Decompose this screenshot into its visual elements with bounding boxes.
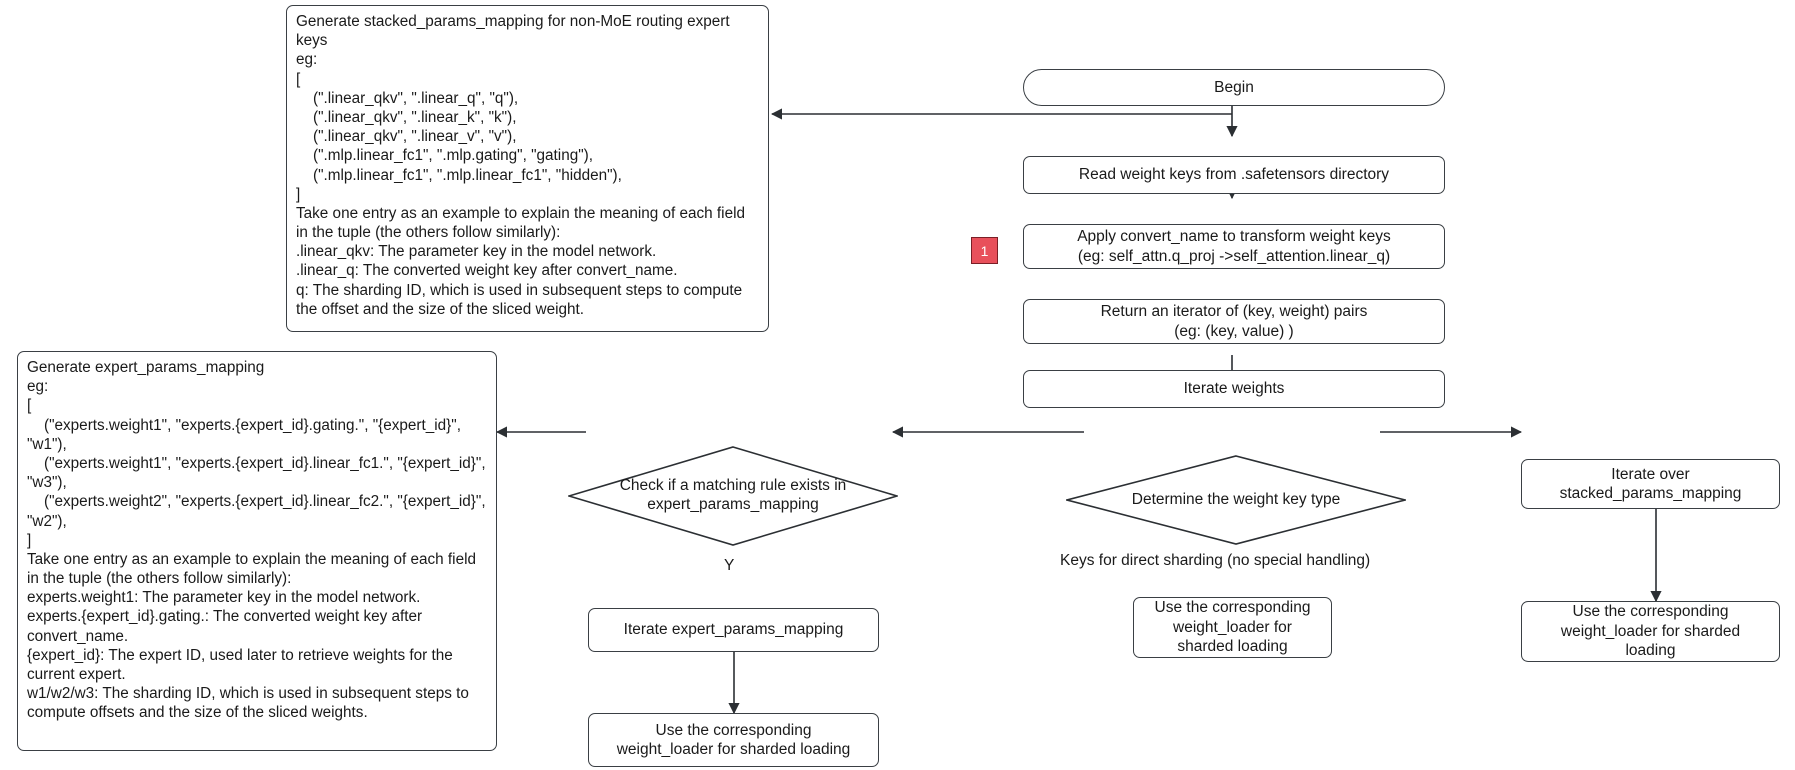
decision-check-matching-label: Check if a matching rule exists in exper…	[619, 477, 847, 513]
decision-determine-weight-key-type[interactable]: Determine the weight key type	[1066, 455, 1406, 545]
decision-check-matching-rule[interactable]: Check if a matching rule exists in exper…	[568, 446, 898, 546]
node-read-weight-keys[interactable]: Read weight keys from .safetensors direc…	[1023, 156, 1445, 194]
note-expert-params-mapping: Generate expert_params_mapping eg: [ ("e…	[17, 351, 497, 751]
decision-determine-label: Determine the weight key type	[1131, 490, 1341, 508]
node-weight-loader-stacked-sharding[interactable]: Use the corresponding weight_loader for …	[1521, 601, 1780, 662]
node-weight-loader-expert-sharding[interactable]: Use the corresponding weight_loader for …	[588, 713, 879, 767]
note-stacked-params-mapping: Generate stacked_params_mapping for non-…	[286, 5, 769, 332]
node-iterate-expert-params-mapping[interactable]: Iterate expert_params_mapping	[588, 608, 879, 652]
edge-label-yes: Y	[722, 557, 737, 575]
node-begin[interactable]: Begin	[1023, 69, 1445, 106]
node-weight-loader-direct-sharding[interactable]: Use the corresponding weight_loader for …	[1133, 597, 1332, 658]
step-badge-1[interactable]: 1	[971, 237, 998, 264]
node-iterate-weights[interactable]: Iterate weights	[1023, 370, 1445, 408]
node-return-iterator[interactable]: Return an iterator of (key, weight) pair…	[1023, 299, 1445, 344]
node-apply-convert-name[interactable]: Apply convert_name to transform weight k…	[1023, 224, 1445, 269]
node-iterate-stacked-params-mapping[interactable]: Iterate over stacked_params_mapping	[1521, 459, 1780, 509]
edge-label-direct-sharding: Keys for direct sharding (no special han…	[1058, 552, 1373, 570]
